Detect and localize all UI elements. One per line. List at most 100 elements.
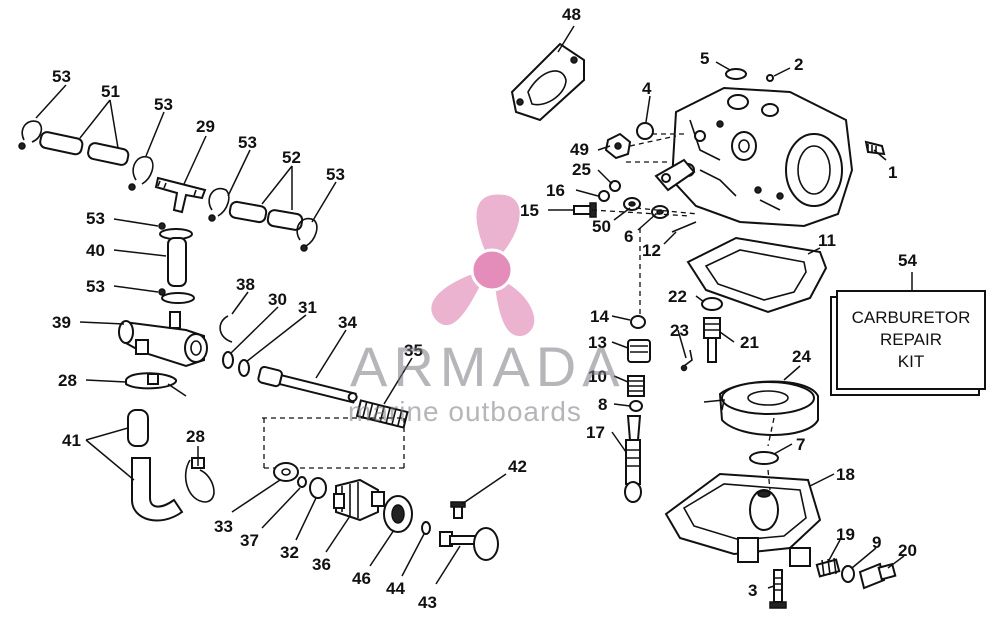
shaft-34: [257, 365, 358, 404]
tee-fitting-29: [154, 176, 207, 214]
callout-41: 41: [62, 431, 81, 450]
callout-34: 34: [338, 313, 357, 332]
plug-2: [766, 74, 774, 82]
watermark-tagline: marine outboards: [348, 396, 582, 427]
callout-28: 28: [186, 427, 205, 446]
o-ring-32: [309, 477, 327, 499]
callout-20: 20: [898, 541, 917, 560]
callout-31: 31: [298, 298, 317, 317]
callout-29: 29: [196, 117, 215, 136]
callout-53: 53: [86, 209, 105, 228]
washer-9: [841, 565, 855, 583]
repair-kit-line-1: CARBURETOR: [851, 308, 971, 327]
callout-36: 36: [312, 555, 331, 574]
hose-clamp-28-a: [125, 372, 187, 397]
callout-35: 35: [404, 341, 423, 360]
o-ring-30: [222, 351, 234, 369]
spring-35: [355, 399, 409, 429]
callout-53: 53: [52, 67, 71, 86]
hose-clamp-53-d: [296, 217, 318, 247]
callout-19: 19: [836, 525, 855, 544]
callout-30: 30: [268, 290, 287, 309]
gasket-7: [749, 451, 779, 465]
callout-53: 53: [238, 133, 257, 152]
callout-49: 49: [570, 140, 589, 159]
hose-51-b: [87, 142, 130, 166]
callout-46: 46: [352, 569, 371, 588]
hose-clamp-53-b: [132, 155, 154, 185]
callout-8: 8: [598, 395, 607, 414]
screw-1: [864, 140, 886, 156]
callout-52: 52: [282, 148, 301, 167]
callout-22: 22: [668, 287, 687, 306]
pin-23: [683, 349, 693, 367]
callout-37: 37: [240, 531, 259, 550]
callout-23: 23: [670, 321, 689, 340]
jet-21: [703, 317, 721, 363]
repair-kit-box: CARBURETOR REPAIR KIT: [836, 290, 986, 390]
callout-labels: 53 51 53 29 53 52 53 53 40 53 39 38 30 3…: [52, 5, 917, 612]
callout-50: 50: [592, 217, 611, 236]
callout-28: 28: [58, 371, 77, 390]
screw-3: [769, 569, 787, 609]
nut-46: [383, 495, 413, 533]
armada-propeller-logo: [431, 194, 535, 337]
callout-4: 4: [642, 79, 652, 98]
hose-51-a: [39, 131, 84, 156]
callout-11: 11: [818, 231, 836, 250]
washer-14: [630, 315, 646, 329]
callout-54: 54: [898, 251, 917, 270]
carburetor-body: [670, 86, 854, 228]
hose-clamp-53-f: [161, 292, 195, 304]
hose-52-a: [228, 200, 268, 224]
callout-2: 2: [794, 55, 803, 74]
callout-17: 17: [586, 423, 605, 442]
callout-38: 38: [236, 275, 255, 294]
needle-seat-13: [627, 339, 651, 363]
repair-kit-line-2: REPAIR: [879, 330, 943, 349]
gasket-48: [510, 42, 585, 122]
callout-48: 48: [562, 5, 581, 24]
washer-8: [629, 400, 643, 412]
hose-41: [127, 409, 184, 522]
snap-ring-38: [219, 315, 233, 343]
washer-16: [598, 190, 610, 202]
screw-42: [450, 501, 466, 519]
hose-clamp-53-a: [21, 120, 43, 143]
cap-5: [725, 68, 747, 80]
callout-12: 12: [642, 241, 661, 260]
o-ring-44: [421, 521, 431, 535]
callout-1: 1: [888, 163, 897, 182]
callout-10: 10: [588, 367, 607, 386]
hose-clamp-28-b: [184, 457, 215, 503]
knob-43: [439, 527, 499, 561]
callout-18: 18: [836, 465, 855, 484]
nut-50: [623, 197, 641, 211]
float-bowl-18: [664, 472, 822, 567]
callout-42: 42: [508, 457, 527, 476]
callout-3: 3: [748, 581, 757, 600]
needle-17: [624, 415, 642, 503]
callout-32: 32: [280, 543, 299, 562]
hose-52-b: [266, 209, 304, 231]
callout-53: 53: [154, 95, 173, 114]
fitting-20: [858, 562, 897, 590]
callout-7: 7: [796, 435, 805, 454]
callout-51: 51: [101, 82, 120, 101]
o-ring-22: [701, 297, 723, 311]
washer-33: [273, 462, 299, 482]
o-ring-31: [238, 359, 250, 377]
callout-6: 6: [624, 227, 633, 246]
callout-24: 24: [792, 347, 811, 366]
nut-49: [604, 132, 632, 160]
spring-10: [627, 375, 645, 397]
repair-kit-line-3: KIT: [897, 352, 925, 371]
ball-4: [636, 122, 654, 140]
callout-43: 43: [418, 593, 437, 612]
callout-21: 21: [740, 333, 759, 352]
throttle-lever: [654, 158, 696, 192]
callout-5: 5: [700, 49, 709, 68]
callout-53: 53: [326, 165, 345, 184]
callout-39: 39: [52, 313, 71, 332]
